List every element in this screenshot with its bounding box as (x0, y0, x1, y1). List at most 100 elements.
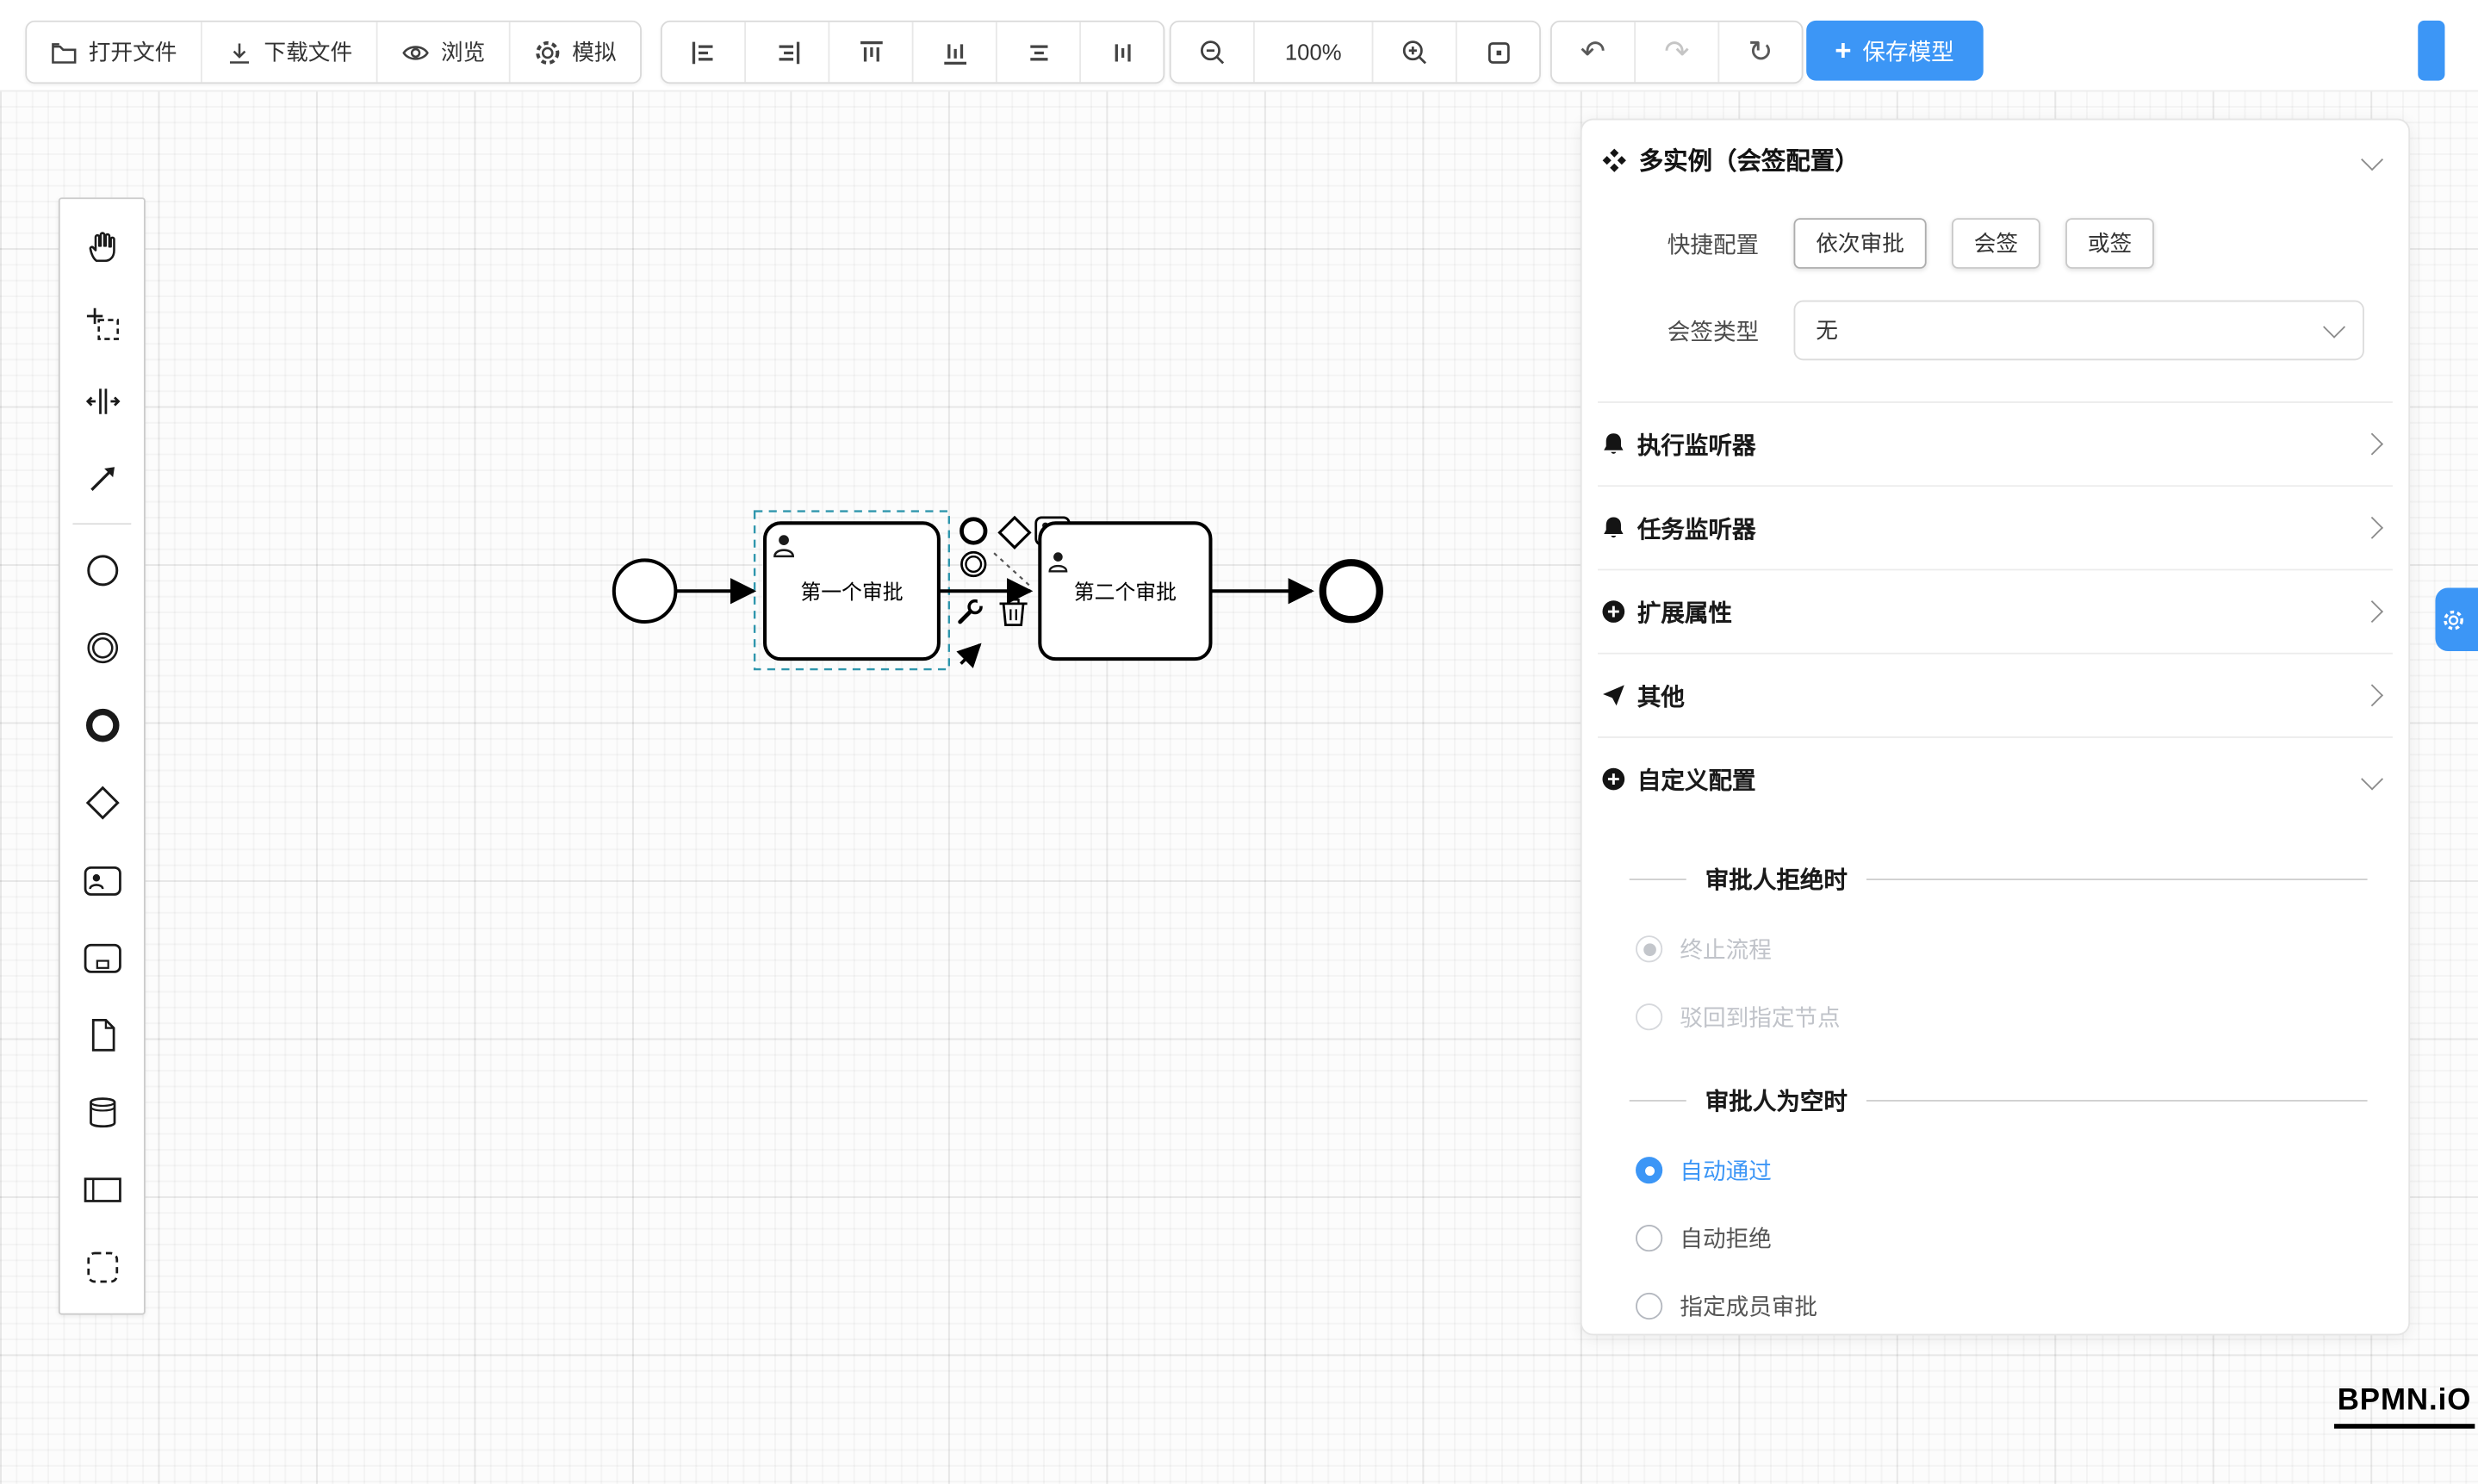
countersign-type-select[interactable]: 无 (1793, 300, 2364, 361)
data-object-icon (90, 1018, 115, 1051)
align-bottom-button[interactable] (914, 22, 997, 83)
multi-instance-icon (1602, 147, 1626, 171)
section-label: 执行监听器 (1636, 432, 1756, 460)
lasso-tool[interactable] (60, 284, 144, 362)
section-others[interactable]: 其他 (1582, 655, 2409, 736)
radio-label: 自动通过 (1680, 1159, 1772, 1186)
radio-return-to-node[interactable]: 驳回到指定节点 (1582, 983, 2409, 1051)
create-end-event[interactable] (60, 686, 144, 763)
create-participant[interactable] (60, 1151, 144, 1228)
align-center-horizontal-button[interactable] (997, 22, 1082, 83)
radio-auto-pass[interactable]: 自动通过 (1582, 1136, 2409, 1204)
radio-label: 指定成员审批 (1680, 1295, 1818, 1321)
folder-icon (52, 42, 77, 63)
toolbar-right-tab[interactable] (2418, 20, 2445, 81)
space-tool[interactable] (60, 362, 144, 439)
radio-auto-reject[interactable]: 自动拒绝 (1582, 1204, 2409, 1272)
refresh-button[interactable]: ↻ (1719, 22, 1801, 83)
task2-shape[interactable] (1038, 521, 1213, 661)
divider (1598, 652, 2393, 655)
align-right-button[interactable] (746, 22, 830, 83)
empty-group-title: 审批人为空时 (1629, 1083, 2368, 1117)
wrench-icon[interactable] (958, 599, 985, 624)
redo-icon: ↷ (1664, 35, 1690, 69)
align-right-icon (778, 40, 799, 64)
radio-button[interactable] (1636, 1157, 1663, 1184)
radio-assign-member[interactable]: 指定成员审批 (1582, 1272, 2409, 1334)
download-file-label: 下载文件 (264, 39, 353, 65)
task1-shape[interactable] (763, 521, 941, 661)
chevron-down-icon (2361, 148, 2384, 171)
or-sign-button[interactable]: 或签 (2065, 218, 2154, 269)
connect-arrow-icon (90, 466, 115, 491)
divider (1598, 568, 2393, 571)
file-button-group: 打开文件 下载文件 浏览 模拟 (25, 20, 642, 84)
start-event-shape[interactable] (612, 558, 678, 624)
user-task-icon (83, 866, 121, 895)
preview-button[interactable]: 浏览 (377, 22, 511, 83)
radio-button[interactable] (1636, 935, 1663, 963)
align-top-button[interactable] (829, 22, 914, 83)
create-data-store[interactable] (60, 1073, 144, 1151)
radio-button[interactable] (1636, 1003, 1663, 1031)
radio-terminate-process[interactable]: 终止流程 (1582, 915, 2409, 983)
append-gateway-icon[interactable] (997, 515, 1032, 550)
section-label: 扩展属性 (1636, 599, 1732, 627)
create-data-object[interactable] (60, 996, 144, 1073)
save-model-button[interactable]: + 保存模型 (1806, 20, 1983, 81)
zoom-in-button[interactable] (1373, 22, 1457, 83)
plus-circle-icon (1602, 600, 1625, 623)
participant-pool-icon (83, 1177, 121, 1201)
align-left-button[interactable] (662, 22, 747, 83)
simulate-label: 模拟 (572, 39, 617, 65)
zoom-level: 100% (1255, 22, 1374, 83)
bpmn-io-logo[interactable]: BPMN.iO (2334, 1384, 2475, 1429)
open-file-button[interactable]: 打开文件 (27, 22, 202, 83)
align-bottom-icon (943, 43, 966, 65)
trash-icon[interactable] (999, 599, 1028, 627)
plus-circle-icon (1602, 767, 1625, 791)
global-connect-tool[interactable] (60, 439, 144, 517)
sequential-approval-button[interactable]: 依次审批 (1793, 218, 1927, 269)
radio-button[interactable] (1636, 1224, 1663, 1252)
radio-button[interactable] (1636, 1292, 1663, 1320)
align-left-icon (691, 40, 712, 64)
subprocess-icon (83, 942, 121, 972)
undo-button[interactable]: ↶ (1552, 22, 1636, 83)
radio-label: 终止流程 (1680, 938, 1772, 965)
create-subprocess[interactable] (60, 918, 144, 996)
multi-instance-header[interactable]: 多实例（会签配置） (1582, 120, 2409, 199)
section-custom-config[interactable]: 自定义配置 (1582, 738, 2409, 820)
group-icon (86, 1251, 118, 1282)
align-center-horizontal-icon (1029, 44, 1047, 60)
countersign-type-row: 会签类型 无 (1582, 300, 2409, 361)
divider (1629, 1099, 1686, 1101)
create-intermediate-event[interactable] (60, 608, 144, 686)
end-event-icon (85, 707, 119, 742)
bell-icon (1604, 433, 1624, 454)
divider (1866, 878, 2368, 880)
section-task-listener[interactable]: 任务监听器 (1582, 487, 2409, 568)
simulate-button[interactable]: 模拟 (510, 22, 641, 83)
gear-icon (2444, 609, 2463, 630)
save-model-label: 保存模型 (1862, 40, 1954, 66)
section-execution-listener[interactable]: 执行监听器 (1582, 403, 2409, 485)
create-start-event[interactable] (60, 531, 144, 608)
redo-button[interactable]: ↷ (1636, 22, 1720, 83)
countersign-button[interactable]: 会签 (1952, 218, 2040, 269)
append-intermediate-event-icon[interactable] (960, 550, 987, 578)
panel-toggle-tab[interactable] (2435, 587, 2478, 651)
section-extended-attributes[interactable]: 扩展属性 (1582, 570, 2409, 652)
create-group[interactable] (60, 1228, 144, 1306)
zoom-fit-button[interactable] (1457, 22, 1539, 83)
end-event-shape[interactable] (1319, 559, 1383, 624)
create-gateway[interactable] (60, 763, 144, 841)
align-middle-vertical-button[interactable] (1081, 22, 1163, 83)
hand-tool[interactable] (60, 207, 144, 284)
connect-tool-icon[interactable] (956, 643, 982, 668)
zoom-out-button[interactable] (1171, 22, 1255, 83)
append-end-event-icon[interactable] (960, 517, 988, 545)
create-user-task[interactable] (60, 841, 144, 918)
download-file-button[interactable]: 下载文件 (202, 22, 378, 83)
